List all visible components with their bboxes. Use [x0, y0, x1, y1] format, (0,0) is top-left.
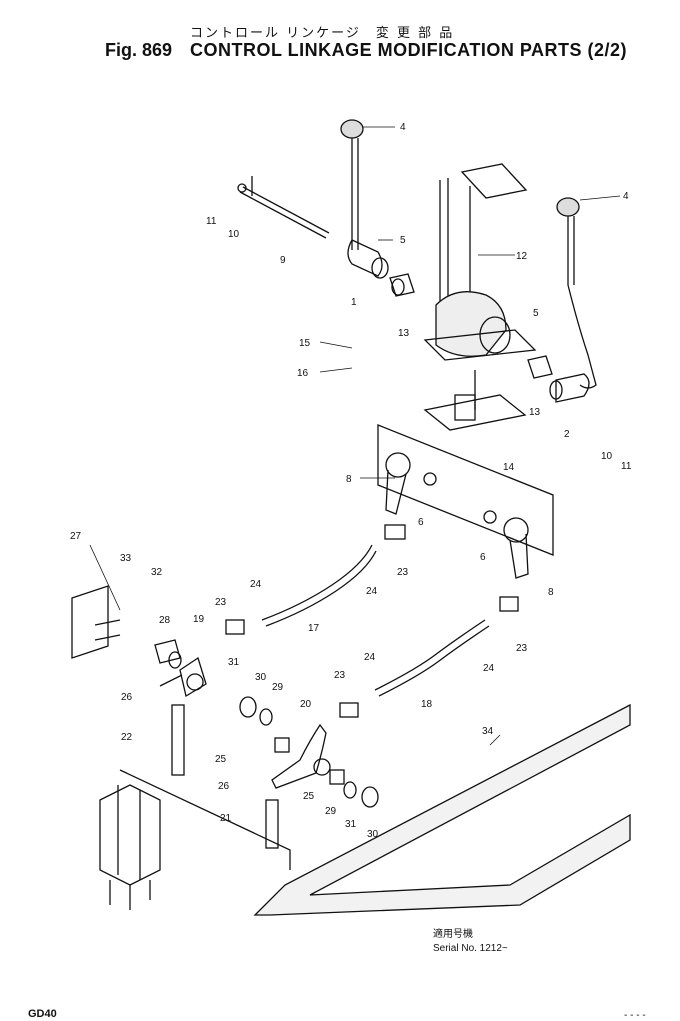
link-22: [171, 704, 185, 776]
shaft-28: [154, 639, 182, 669]
callout: 21: [220, 813, 232, 824]
rod-18: [374, 619, 490, 697]
page-header: コントロール リンケージ 変 更 部 品 Fig. 869 CONTROL LI…: [0, 0, 680, 70]
callout: 1: [351, 297, 357, 308]
bushing-29a: [274, 737, 290, 753]
washer-30b: [361, 786, 379, 808]
callout: 26: [218, 781, 230, 792]
bushing-left: [389, 273, 415, 297]
lever-right: [549, 373, 590, 403]
clevis-23d: [339, 702, 359, 718]
callout: 4: [623, 191, 629, 202]
callout: 23: [334, 670, 346, 681]
washer-6b: [483, 510, 497, 524]
frame-34: [253, 703, 631, 916]
callout: 31: [228, 657, 240, 668]
callout: 20: [300, 699, 312, 710]
callout: 10: [228, 229, 240, 240]
callout: 24: [250, 579, 262, 590]
callout: 18: [421, 699, 433, 710]
callout: 33: [120, 553, 132, 564]
callout: 13: [398, 328, 410, 339]
serial-number: Serial No. 1212~: [433, 943, 508, 954]
callout: 31: [345, 819, 357, 830]
lever-left: [347, 239, 389, 279]
callout: 30: [255, 672, 267, 683]
callout: 5: [533, 308, 539, 319]
callout: 16: [297, 368, 309, 379]
bracket-12: [423, 163, 537, 361]
callout: 11: [621, 461, 632, 472]
bushing-right: [527, 355, 553, 379]
callout: 8: [548, 587, 554, 598]
callout: 24: [366, 586, 378, 597]
callout: 29: [325, 806, 337, 817]
support-plate: [377, 424, 554, 556]
callout: 4: [400, 122, 406, 133]
washer-31a: [239, 696, 257, 718]
callout: 23: [397, 567, 409, 578]
rod-17: [261, 544, 377, 627]
lever-20: [271, 723, 331, 789]
bushing-29b: [329, 769, 345, 785]
callout: 13: [529, 407, 541, 418]
callout: 22: [121, 732, 133, 743]
clevis-23b: [225, 619, 245, 635]
clevis-23a: [384, 524, 406, 540]
callout: 17: [308, 623, 320, 634]
callout: 25: [215, 754, 227, 765]
callout: 29: [272, 682, 284, 693]
arm-8-left: [385, 452, 411, 515]
serial-block: 適用号機 Serial No. 1212~: [433, 928, 508, 956]
callout: 23: [215, 597, 227, 608]
callout: 6: [480, 552, 486, 563]
washer-31b: [343, 781, 357, 799]
callout: 15: [299, 338, 311, 349]
control-valve: [99, 769, 291, 910]
rod-9: [237, 176, 330, 239]
callout: 6: [418, 517, 424, 528]
knob-right: [556, 197, 597, 389]
callout: 12: [516, 251, 528, 262]
callout: 30: [367, 829, 379, 840]
base-plate-14: [423, 370, 527, 431]
callout: 11: [206, 216, 217, 227]
callout: 8: [346, 474, 352, 485]
callout: 34: [482, 726, 494, 737]
callout: 24: [483, 663, 495, 674]
callout: 9: [280, 255, 286, 266]
callout: 26: [121, 692, 133, 703]
model-code: GD40: [28, 1008, 57, 1020]
link-21: [265, 799, 279, 849]
callout: 5: [400, 235, 406, 246]
callout: 24: [364, 652, 376, 663]
washer-30a: [259, 708, 273, 726]
page-mark: - - - -: [624, 1010, 646, 1021]
callout: 25: [303, 791, 315, 802]
serial-jp-label: 適用号機: [433, 929, 473, 940]
callout: 2: [564, 429, 570, 440]
arm-8-right: [503, 517, 529, 579]
callout: 27: [70, 531, 82, 542]
callout: 10: [601, 451, 613, 462]
figure-number: Fig. 869: [105, 40, 173, 60]
callout: 19: [193, 614, 205, 625]
clevis-23c: [499, 596, 519, 612]
callout-labels: 4 11 10 9 5 1 12 4 13 5 15 16 13 2 10 11…: [70, 122, 632, 840]
callout: 28: [159, 615, 171, 626]
japanese-title: コントロール リンケージ 変 更 部 品: [190, 26, 455, 41]
figure-title: CONTROL LINKAGE MODIFICATION PARTS (2/2): [190, 40, 627, 60]
washer-6a: [423, 472, 437, 486]
lever-19: [159, 656, 207, 698]
bracket-27: [71, 585, 121, 659]
knob-left: [340, 119, 364, 250]
callout: 32: [151, 567, 163, 578]
callout: 14: [503, 462, 515, 473]
callout: 23: [516, 643, 528, 654]
